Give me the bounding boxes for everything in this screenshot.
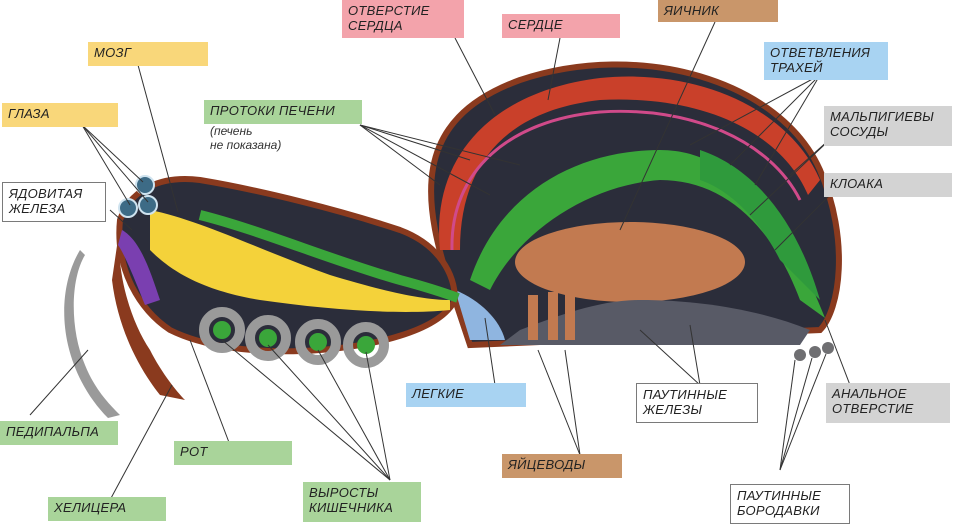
label-tracheae: ОТВЕТВЛЕНИЯ ТРАХЕЙ xyxy=(764,42,888,80)
cephalothorax xyxy=(112,175,460,400)
label-venom-gland: ЯДОВИТАЯ ЖЕЛЕЗА xyxy=(2,182,106,222)
label-malpighian: МАЛЬПИГИЕВЫ СОСУДЫ xyxy=(824,106,952,146)
label-anus: АНАЛЬНОЕ ОТВЕРСТИЕ xyxy=(826,383,950,423)
abdomen xyxy=(428,61,842,361)
label-liver-ducts: ПРОТОКИ ПЕЧЕНИ xyxy=(204,100,362,124)
label-eyes: ГЛАЗА xyxy=(2,103,118,127)
label-chelicera: ХЕЛИЦЕРА xyxy=(48,497,166,521)
label-spinnerets: ПАУТИННЫЕ БОРОДАВКИ xyxy=(730,484,850,524)
pedipalp-shape xyxy=(64,250,120,418)
label-cloaca: КЛОАКА xyxy=(824,173,952,197)
pointer-lines xyxy=(29,21,851,501)
label-ovary: ЯИЧНИК xyxy=(658,0,778,22)
label-oviducts: ЯЙЦЕВОДЫ xyxy=(502,454,622,478)
label-silk-glands: ПАУТИННЫЕ ЖЕЛЕЗЫ xyxy=(636,383,758,423)
label-pedipalp: ПЕДИПАЛЬПА xyxy=(0,421,118,445)
label-heart: СЕРДЦЕ xyxy=(502,14,620,38)
label-liver-note: (печень не показана) xyxy=(210,124,282,152)
label-heart-opening: ОТВЕРСТИЕ СЕРДЦА xyxy=(342,0,464,38)
ovary-shape xyxy=(515,222,745,302)
label-brain: МОЗГ xyxy=(88,42,208,66)
label-lungs: ЛЕГКИЕ xyxy=(406,383,526,407)
label-mouth: РОТ xyxy=(174,441,292,465)
label-gut-outgrowths: ВЫРОСТЫ КИШЕЧНИКА xyxy=(303,482,421,522)
